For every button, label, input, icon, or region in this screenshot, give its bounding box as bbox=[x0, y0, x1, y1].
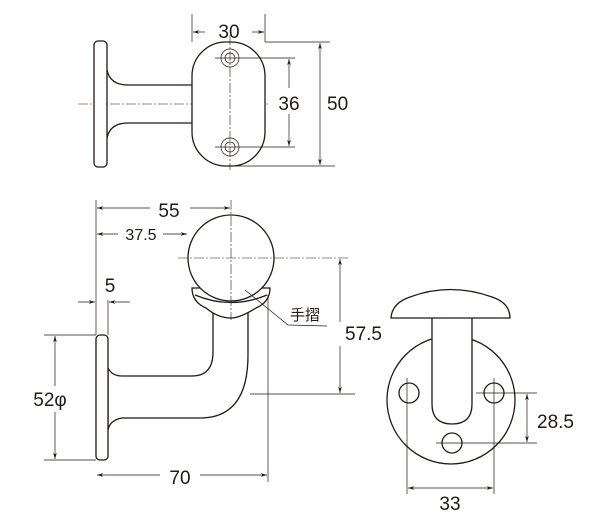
mounting-plate bbox=[191, 41, 266, 167]
dim-57-5: 57.5 bbox=[345, 324, 382, 345]
dim-50: 50 bbox=[327, 94, 348, 115]
dim-55: 55 bbox=[158, 201, 179, 222]
dim-5: 5 bbox=[105, 276, 116, 297]
dim-36: 36 bbox=[278, 94, 299, 115]
side-view: 55 37.5 5 52φ 70 57.5 手摺 bbox=[28, 200, 382, 489]
hole bbox=[398, 382, 420, 404]
stem bbox=[431, 311, 473, 425]
top-view: 30 36 50 bbox=[78, 14, 348, 170]
dim-70: 70 bbox=[169, 468, 190, 489]
cap bbox=[390, 288, 511, 319]
stem bbox=[106, 69, 192, 139]
handrail-label: 手摺 bbox=[290, 306, 320, 324]
dim-28-5: 28.5 bbox=[537, 412, 574, 433]
flange bbox=[95, 334, 109, 461]
dim-37-5: 37.5 bbox=[125, 227, 156, 244]
dim-33: 33 bbox=[439, 494, 460, 515]
arm bbox=[107, 309, 249, 431]
leader-line bbox=[244, 289, 328, 327]
dim-52-diameter: 52φ bbox=[33, 390, 66, 411]
front-view: 28.5 33 bbox=[386, 288, 574, 515]
dim-30: 30 bbox=[218, 22, 239, 43]
flange bbox=[93, 40, 108, 168]
